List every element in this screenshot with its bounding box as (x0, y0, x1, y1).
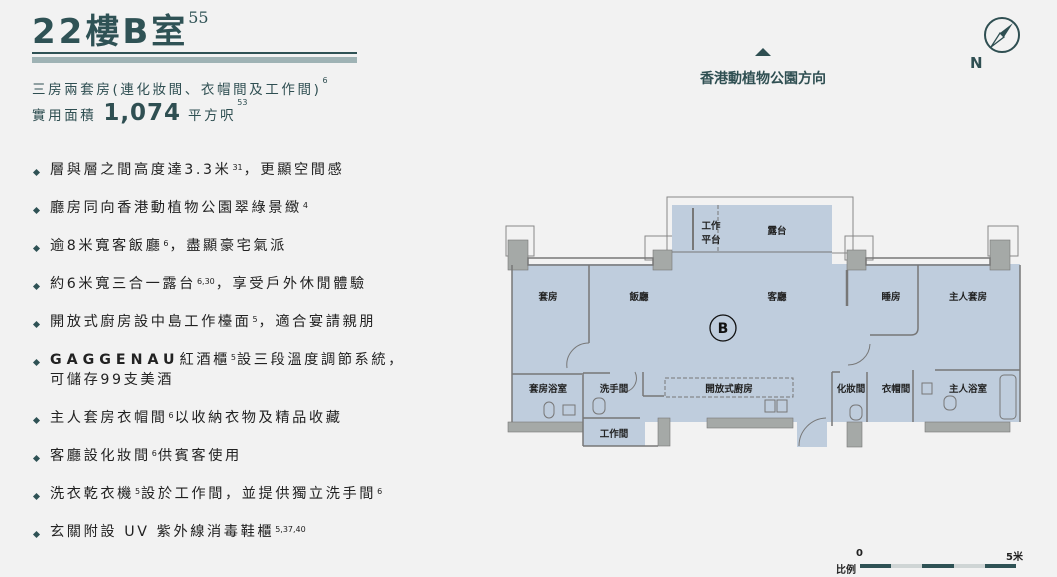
unit-title-text: 22樓B室 (32, 12, 189, 52)
feature-item: 主人套房衣帽間6以收納衣物及精品收藏 (32, 408, 405, 428)
feature-text: 約6米寬三合一露台 (50, 276, 196, 292)
room-labels: 套房 飯廳 客廳 睡房 主人套房 套房浴室 洗手間 開放式廚房 化妝間 衣帽間 … (528, 220, 988, 440)
room-label-wc: 洗手間 (600, 383, 629, 395)
feature-text: 逾8米寬客飯廳 (50, 238, 163, 254)
feature-text: 層與層之間高度達3.3米 (50, 162, 232, 178)
scale-label: 比例 (836, 565, 856, 576)
kitchen-island (664, 205, 794, 398)
unit-marker: B (709, 314, 737, 342)
unit-marker-label: B (718, 321, 729, 337)
direction-arrow-icon (755, 48, 771, 56)
feature-item: 逾8米寬客飯廳6，盡顯豪宅氣派 (32, 236, 405, 256)
feature-text: 洗衣乾衣機 (50, 486, 134, 502)
feature-text: 客廳設化妝間 (50, 448, 151, 464)
partitions (511, 208, 1021, 447)
feature-text: ，更顯空間感 (243, 162, 345, 178)
footnote-ref: 5 (230, 353, 237, 362)
room-label-master-suite: 主人套房 (949, 291, 987, 303)
scale-bar (860, 564, 1017, 568)
room-label-bedroom: 睡房 (881, 291, 900, 303)
feature-text: 供賓客使用 (157, 448, 242, 464)
area-value: 1,074 (103, 100, 182, 126)
footnote-ref: 6 (163, 239, 169, 248)
area-label: 實用面積 (32, 108, 97, 124)
footnote-ref: 53 (237, 98, 248, 107)
feature-item: 廳房同向香港動植物公園翠綠景緻4 (32, 198, 405, 218)
feature-text: ，盡顯豪宅氣派 (169, 238, 287, 254)
feature-text: 紅酒櫃 (179, 352, 230, 368)
doors (543, 342, 1017, 447)
feature-item: 客廳設化妝間6供賓客使用 (32, 446, 405, 466)
footnote-ref: 4 (302, 201, 308, 210)
area-unit: 平方呎 (187, 108, 237, 124)
north-label: N (970, 54, 983, 72)
feature-text: 主人套房衣帽間 (50, 410, 168, 426)
room-label-powder: 化妝間 (837, 383, 866, 395)
feature-item: 約6米寬三合一露台6,30，享受戶外休閒體驗 (32, 274, 405, 294)
walls (507, 239, 1011, 448)
scale-start: 0 (856, 548, 863, 559)
feature-text: ，享受戶外休閒體驗 (215, 276, 367, 292)
compass-icon (984, 17, 1020, 53)
room-label-utility: 工作間 (600, 428, 629, 440)
room-label-suite: 套房 (537, 291, 557, 303)
room-label-dining: 飯廳 (628, 291, 649, 303)
feature-text: 可儲存99支美酒 (50, 372, 174, 388)
feature-item: 洗衣乾衣機5設於工作間，並提供獨立洗手間6 (32, 484, 405, 504)
layout-text: 三房兩套房(連化妝間、衣帽間及工作間) (32, 82, 322, 98)
room-label-walk-in: 衣帽間 (882, 383, 911, 395)
feature-text: 設三段溫度調節系統， (237, 352, 405, 368)
feature-text: 開放式廚房設中島工作檯面 (50, 314, 252, 330)
title-rule-light (32, 57, 357, 63)
room-label-kitchen: 開放式廚房 (705, 383, 753, 395)
scale-end: 5米 (1006, 552, 1023, 563)
feature-item: 開放式廚房設中島工作檯面5，適合宴請親朋 (32, 312, 405, 332)
feature-text: 以收納衣物及精品收藏 (174, 410, 343, 426)
feature-item: 層與層之間高度達3.3米31，更顯空間感 (32, 160, 405, 180)
unit-title: 22樓B室55 (32, 4, 209, 53)
feature-brand: GAGGENAU (50, 352, 180, 368)
footnote-ref: 6 (377, 487, 383, 496)
room-label-suite-bath: 套房浴室 (528, 383, 568, 395)
footnote-ref: 5 (134, 487, 141, 496)
feature-text: 廳房同向香港動植物公園翠綠景緻 (50, 200, 302, 216)
footnote-ref: 55 (188, 8, 209, 27)
saleable-area: 實用面積 1,074 平方呎53 (32, 98, 248, 126)
feature-text: ，適合宴請親朋 (258, 314, 377, 330)
footnote-ref: 6 (151, 449, 157, 458)
room-label-work-platform: 平台 (701, 234, 721, 246)
footnote-ref: 5 (252, 315, 258, 324)
room-label-work-platform: 工作 (701, 220, 721, 232)
title-rule-dark (32, 52, 357, 54)
feature-item: 玄關附設 UV 紫外線消毒鞋櫃5,37,40 (32, 522, 405, 542)
footnote-ref: 6 (322, 76, 328, 85)
room-label-living: 客廳 (766, 291, 787, 303)
footnote-ref: 5,37,40 (275, 525, 306, 534)
direction-label: 香港動植物公園方向 (700, 71, 826, 87)
feature-item: GAGGENAU紅酒櫃5設三段溫度調節系統， 可儲存99支美酒 (32, 350, 405, 390)
feature-text: 玄關附設 UV 紫外線消毒鞋櫃 (50, 524, 275, 540)
footnote-ref: 31 (232, 163, 243, 172)
room-label-balcony: 露台 (767, 225, 787, 237)
footnote-ref: 6,30 (196, 277, 215, 286)
feature-text: 設於工作間，並提供獨立洗手間 (141, 486, 377, 502)
room-label-master-bath: 主人浴室 (949, 383, 988, 395)
floor-area (512, 205, 1020, 447)
layout-description: 三房兩套房(連化妝間、衣帽間及工作間)6 (32, 76, 329, 98)
footnote-ref: 6 (168, 411, 174, 420)
